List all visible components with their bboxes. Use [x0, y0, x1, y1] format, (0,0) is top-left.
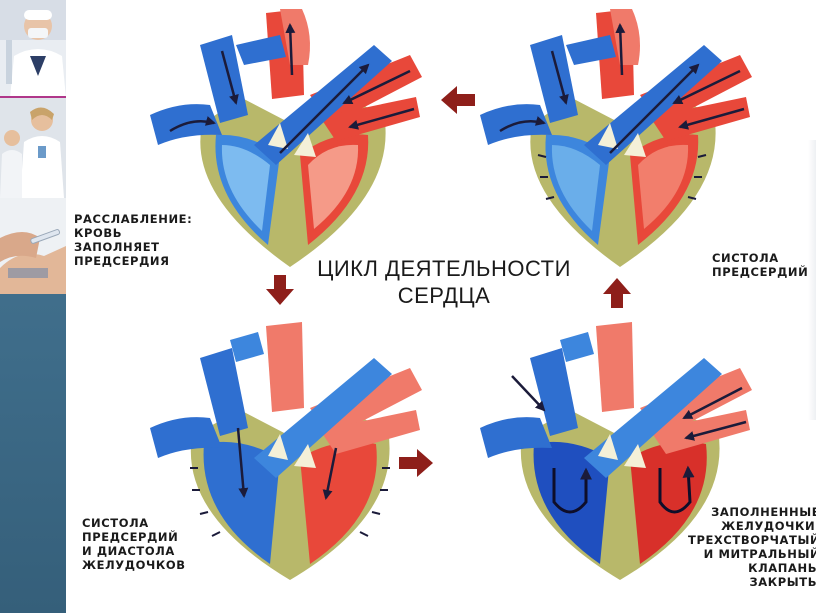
- title-line-2: СЕРДЦА: [397, 283, 491, 308]
- label-relaxation: РАССЛАБЛЕНИЕ: КРОВЬ ЗАПОЛНЯЕТ ПРЕДСЕРДИЯ: [74, 212, 193, 268]
- heart-ventricular-diastole-diagram: [140, 318, 440, 583]
- diagram-title: ЦИКЛ ДЕЯТЕЛЬНОСТИ СЕРДЦА: [298, 255, 590, 309]
- heart-atrial-systole-diagram: [470, 5, 770, 270]
- arrow-right-icon: [399, 449, 433, 477]
- arrow-down-icon: [266, 275, 294, 305]
- heart-relaxation-diagram: [140, 5, 440, 270]
- heart-ventricles-filled-diagram: [470, 318, 770, 583]
- arrow-up-icon: [603, 278, 631, 308]
- label-atrial-systole-ventricular-diastole: СИСТОЛА ПРЕДСЕРДИЙ И ДИАСТОЛА ЖЕЛУДОЧКОВ: [82, 516, 186, 572]
- doctor-photo: [0, 0, 66, 98]
- label-ventricles-filled: ЗАПОЛНЕННЫЕ ЖЕЛУДОЧКИ. ТРЕХСТВОРЧАТЫЙ И …: [688, 505, 816, 589]
- injection-photo: [0, 198, 66, 294]
- right-edge-shadow: [808, 140, 816, 420]
- arrow-left-icon: [441, 86, 475, 114]
- label-atrial-systole: СИСТОЛА ПРЕДСЕРДИЙ: [712, 251, 809, 279]
- nurses-photo: [0, 98, 66, 198]
- title-line-1: ЦИКЛ ДЕЯТЕЛЬНОСТИ: [317, 256, 571, 281]
